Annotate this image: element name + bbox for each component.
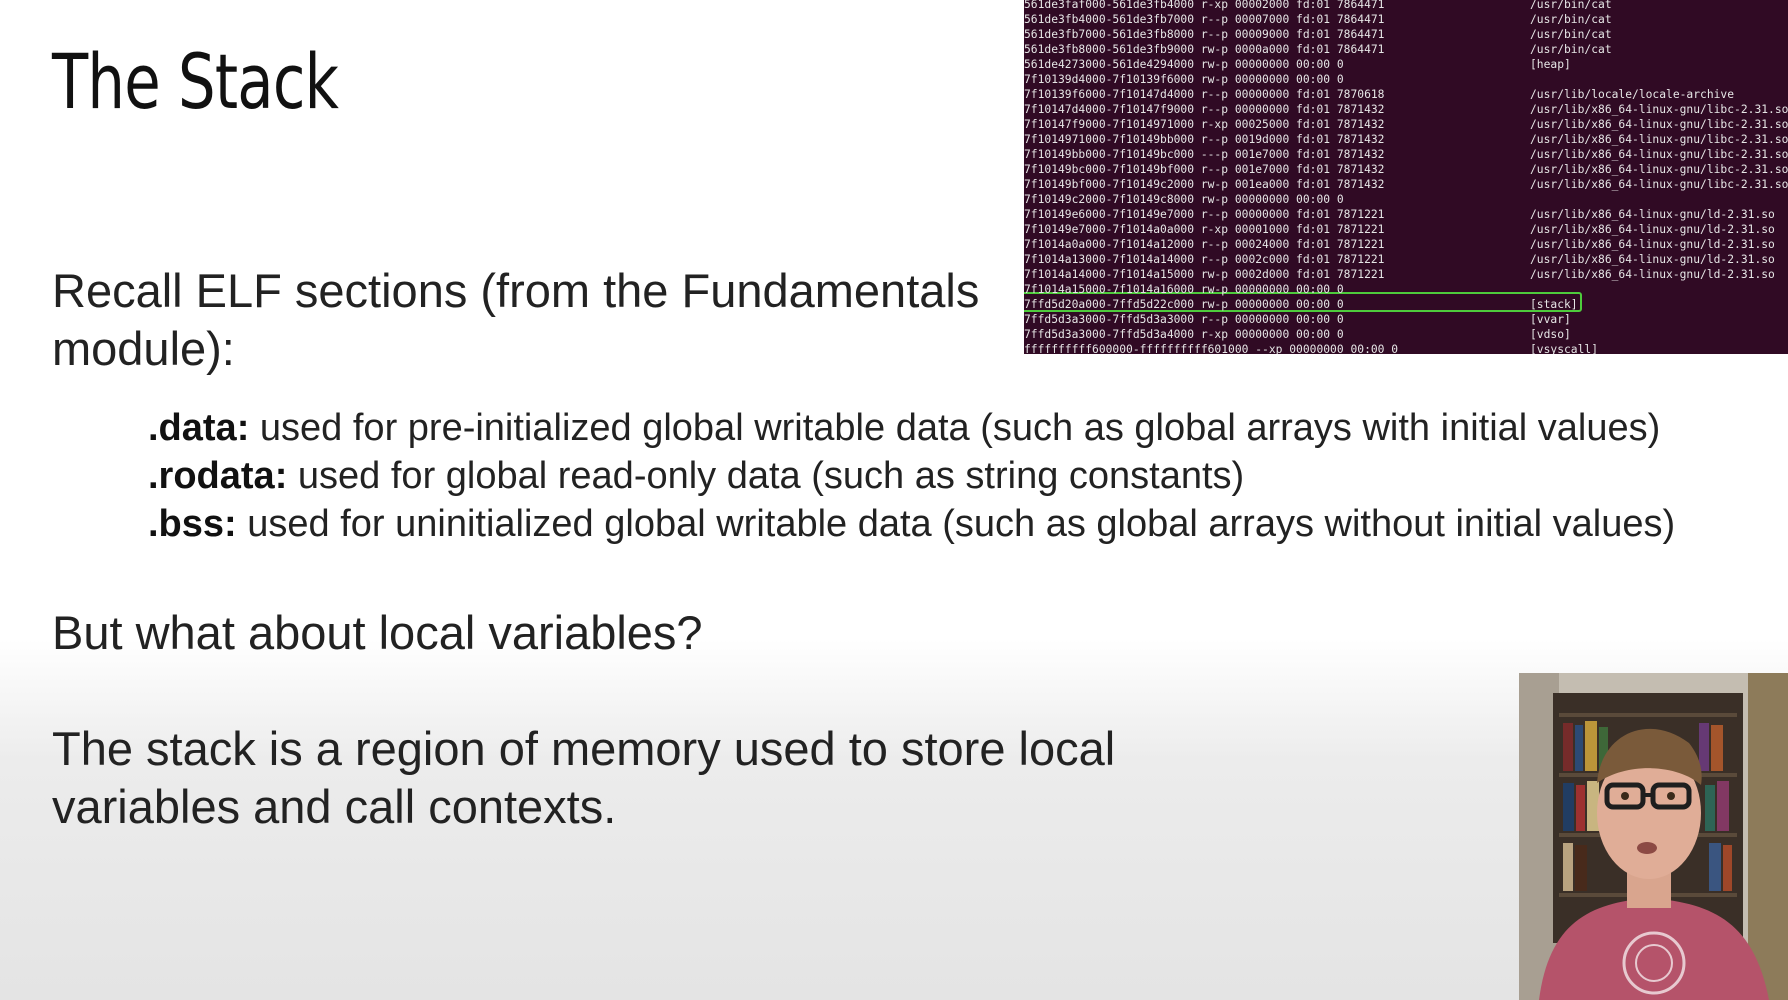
terminal-address-range: 7f10139f6000-7f10147d4000 r--p 00000000 … [1024,88,1385,101]
terminal-address-range: 7ffd5d20a000-7ffd5d22c000 rw-p 00000000 … [1024,298,1344,311]
terminal-line: 7f10149bc000-7f10149bf000 r--p 001e7000 … [1024,162,1788,177]
section-term: .data: [148,407,250,449]
terminal-line: 7f10147d4000-7f10147f9000 r--p 00000000 … [1024,102,1788,117]
terminal-mapping-path: /usr/lib/x86_64-linux-gnu/libc-2.31.so [1530,148,1788,161]
elf-sections-list: .data: used for pre-initialized global w… [148,404,1778,548]
terminal-line: 561de3fb4000-561de3fb7000 r--p 00007000 … [1024,12,1788,27]
terminal-line: 7f1014a13000-7f1014a14000 r--p 0002c000 … [1024,252,1788,267]
terminal-line: 7ffd5d20a000-7ffd5d22c000 rw-p 00000000 … [1024,297,1788,312]
terminal-mapping-path: /usr/lib/x86_64-linux-gnu/libc-2.31.so [1530,163,1788,176]
terminal-mapping-path: /usr/lib/x86_64-linux-gnu/libc-2.31.so [1530,133,1788,146]
terminal-mapping-path: [vvar] [1530,313,1571,326]
terminal-line: ffffffffff600000-ffffffffff601000 --xp 0… [1024,342,1788,354]
section-term: .bss: [148,503,237,545]
terminal-address-range: 561de3faf000-561de3fb4000 r-xp 00002000 … [1024,0,1385,11]
terminal-address-range: 7f10149bc000-7f10149bf000 r--p 001e7000 … [1024,163,1385,176]
terminal-address-range: 7ffd5d3a3000-7ffd5d3a3000 r--p 00000000 … [1024,313,1344,326]
terminal-address-range: 7f10147f9000-7f1014971000 r-xp 00025000 … [1024,118,1385,131]
terminal-line: 7f1014a15000-7f1014a16000 rw-p 00000000 … [1024,282,1788,297]
stack-highlight-box [1024,292,1582,312]
terminal-address-range: 561de3fb4000-561de3fb7000 r--p 00007000 … [1024,13,1385,26]
terminal-mapping-path: [heap] [1530,58,1571,71]
question-text: But what about local variables? [52,606,703,659]
terminal-line: 561de3faf000-561de3fb4000 r-xp 00002000 … [1024,0,1788,12]
terminal-address-range: 7f1014a13000-7f1014a14000 r--p 0002c000 … [1024,253,1385,266]
terminal-address-range: 7f10149bf000-7f10149c2000 rw-p 001ea000 … [1024,178,1385,191]
terminal-address-range: 7f1014971000-7f10149bb000 r--p 0019d000 … [1024,133,1385,146]
terminal-line: 7f10149c2000-7f10149c8000 rw-p 00000000 … [1024,192,1788,207]
section-rodata-row: .rodata: used for global read-only data … [148,452,1778,500]
terminal-address-range: 7ffd5d3a3000-7ffd5d3a4000 r-xp 00000000 … [1024,328,1344,341]
terminal-line: 561de3fb8000-561de3fb9000 rw-p 0000a000 … [1024,42,1788,57]
terminal-mapping-path: [vdso] [1530,328,1571,341]
definition-text: The stack is a region of memory used to … [52,722,1116,833]
terminal-line: 561de3fb7000-561de3fb8000 r--p 00009000 … [1024,27,1788,42]
presenter-video-icon [1519,673,1788,1000]
section-data-row: .data: used for pre-initialized global w… [148,404,1778,452]
presenter-webcam [1519,673,1788,1000]
terminal-address-range: 7f10149e6000-7f10149e7000 r--p 00000000 … [1024,208,1385,221]
terminal-mapping-path: /usr/bin/cat [1530,0,1612,11]
terminal-address-range: 7f10139d4000-7f10139f6000 rw-p 00000000 … [1024,73,1344,86]
terminal-screenshot: 561de3faf000-561de3fb4000 r-xp 00002000 … [1024,0,1788,354]
terminal-address-range: 7f10147d4000-7f10147f9000 r--p 00000000 … [1024,103,1385,116]
section-desc: used for global read-only data (such as … [287,455,1245,497]
terminal-mapping-path: /usr/lib/locale/locale-archive [1530,88,1735,101]
section-desc: used for pre-initialized global writable… [249,407,1661,449]
terminal-line: 7f10139f6000-7f10147d4000 r--p 00000000 … [1024,87,1788,102]
terminal-mapping-path: /usr/lib/x86_64-linux-gnu/libc-2.31.so [1530,178,1788,191]
terminal-mapping-path: /usr/lib/x86_64-linux-gnu/libc-2.31.so [1530,118,1788,131]
terminal-address-range: ffffffffff600000-ffffffffff601000 --xp 0… [1024,343,1399,354]
terminal-line: 7f10149bb000-7f10149bc000 ---p 001e7000 … [1024,147,1788,162]
terminal-address-range: 7f10149e7000-7f1014a0a000 r-xp 00001000 … [1024,223,1385,236]
terminal-line: 7f10147f9000-7f1014971000 r-xp 00025000 … [1024,117,1788,132]
terminal-line: 7f1014971000-7f10149bb000 r--p 0019d000 … [1024,132,1788,147]
terminal-mapping-path: /usr/bin/cat [1530,28,1612,41]
section-desc: used for uninitialized global writable d… [236,503,1676,545]
terminal-address-range: 561de3fb7000-561de3fb8000 r--p 00009000 … [1024,28,1385,41]
section-term: .rodata: [148,455,288,497]
terminal-mapping-path: /usr/lib/x86_64-linux-gnu/ld-2.31.so [1530,208,1775,221]
terminal-line: 7ffd5d3a3000-7ffd5d3a4000 r-xp 00000000 … [1024,327,1788,342]
terminal-mapping-path: /usr/lib/x86_64-linux-gnu/ld-2.31.so [1530,238,1775,251]
terminal-address-range: 7f1014a15000-7f1014a16000 rw-p 00000000 … [1024,283,1344,296]
terminal-mapping-path: /usr/lib/x86_64-linux-gnu/libc-2.31.so [1530,103,1788,116]
terminal-line: 7f10139d4000-7f10139f6000 rw-p 00000000 … [1024,72,1788,87]
section-bss-row: .bss: used for uninitialized global writ… [148,500,1778,548]
terminal-line: 561de4273000-561de4294000 rw-p 00000000 … [1024,57,1788,72]
terminal-line: 7f1014a0a000-7f1014a12000 r--p 00024000 … [1024,237,1788,252]
terminal-address-range: 7f10149bb000-7f10149bc000 ---p 001e7000 … [1024,148,1385,161]
terminal-address-range: 7f1014a0a000-7f1014a12000 r--p 00024000 … [1024,238,1385,251]
recall-text: Recall ELF sections (from the Fundamenta… [52,264,980,375]
terminal-mapping-path: /usr/bin/cat [1530,43,1612,56]
terminal-mapping-path: /usr/lib/x86_64-linux-gnu/ld-2.31.so [1530,253,1775,266]
terminal-mapping-path: /usr/bin/cat [1530,13,1612,26]
slide-title: The Stack [52,37,339,126]
terminal-mapping-path: /usr/lib/x86_64-linux-gnu/ld-2.31.so [1530,223,1775,236]
terminal-line: 7f1014a14000-7f1014a15000 rw-p 0002d000 … [1024,267,1788,282]
terminal-line: 7ffd5d3a3000-7ffd5d3a3000 r--p 00000000 … [1024,312,1788,327]
terminal-address-range: 561de4273000-561de4294000 rw-p 00000000 … [1024,58,1344,71]
terminal-line: 7f10149bf000-7f10149c2000 rw-p 001ea000 … [1024,177,1788,192]
terminal-mapping-path: [stack] [1530,298,1578,311]
terminal-address-range: 7f10149c2000-7f10149c8000 rw-p 00000000 … [1024,193,1344,206]
terminal-address-range: 561de3fb8000-561de3fb9000 rw-p 0000a000 … [1024,43,1385,56]
terminal-address-range: 7f1014a14000-7f1014a15000 rw-p 0002d000 … [1024,268,1385,281]
terminal-line: 7f10149e7000-7f1014a0a000 r-xp 00001000 … [1024,222,1788,237]
terminal-mapping-path: /usr/lib/x86_64-linux-gnu/ld-2.31.so [1530,268,1775,281]
terminal-line: 7f10149e6000-7f10149e7000 r--p 00000000 … [1024,207,1788,222]
terminal-mapping-path: [vsyscall] [1530,343,1599,354]
